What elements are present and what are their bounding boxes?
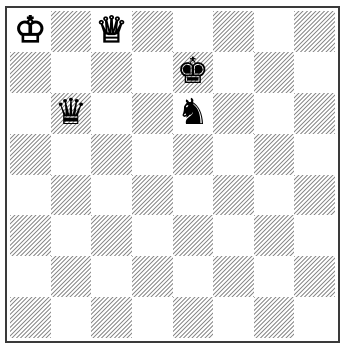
square-a2[interactable] — [10, 256, 51, 297]
square-h8[interactable] — [294, 11, 335, 52]
square-a3[interactable] — [10, 215, 51, 256]
square-g4[interactable] — [254, 175, 295, 216]
square-g3[interactable] — [254, 215, 295, 256]
square-b5[interactable] — [51, 134, 92, 175]
chess-board[interactable]: ♔ ♕ ♚ ♛ ♞ — [10, 11, 335, 338]
square-c7[interactable] — [91, 52, 132, 93]
square-f8[interactable] — [213, 11, 254, 52]
square-a7[interactable] — [10, 52, 51, 93]
chess-board-frame: ♔ ♕ ♚ ♛ ♞ — [5, 6, 340, 343]
square-b7[interactable] — [51, 52, 92, 93]
square-a8[interactable]: ♔ — [10, 11, 51, 52]
square-d5[interactable] — [132, 134, 173, 175]
square-a6[interactable] — [10, 93, 51, 134]
square-d1[interactable] — [132, 297, 173, 338]
black-queen-piece[interactable]: ♛ — [55, 95, 87, 131]
square-c5[interactable] — [91, 134, 132, 175]
square-d8[interactable] — [132, 11, 173, 52]
square-g6[interactable] — [254, 93, 295, 134]
square-e2[interactable] — [173, 256, 214, 297]
square-b2[interactable] — [51, 256, 92, 297]
square-d6[interactable] — [132, 93, 173, 134]
square-h2[interactable] — [294, 256, 335, 297]
square-b8[interactable] — [51, 11, 92, 52]
square-h4[interactable] — [294, 175, 335, 216]
square-g8[interactable] — [254, 11, 295, 52]
square-e8[interactable] — [173, 11, 214, 52]
square-h6[interactable] — [294, 93, 335, 134]
square-f7[interactable] — [213, 52, 254, 93]
square-c4[interactable] — [91, 175, 132, 216]
square-h3[interactable] — [294, 215, 335, 256]
square-b4[interactable] — [51, 175, 92, 216]
square-h5[interactable] — [294, 134, 335, 175]
square-e1[interactable] — [173, 297, 214, 338]
square-d2[interactable] — [132, 256, 173, 297]
square-d3[interactable] — [132, 215, 173, 256]
square-g2[interactable] — [254, 256, 295, 297]
square-c1[interactable] — [91, 297, 132, 338]
square-a4[interactable] — [10, 175, 51, 216]
square-e7[interactable]: ♚ — [173, 52, 214, 93]
square-a5[interactable] — [10, 134, 51, 175]
square-c2[interactable] — [91, 256, 132, 297]
square-f5[interactable] — [213, 134, 254, 175]
square-b6[interactable]: ♛ — [51, 93, 92, 134]
white-queen-piece[interactable]: ♕ — [95, 13, 127, 49]
square-b1[interactable] — [51, 297, 92, 338]
square-h1[interactable] — [294, 297, 335, 338]
square-e4[interactable] — [173, 175, 214, 216]
square-f1[interactable] — [213, 297, 254, 338]
square-g1[interactable] — [254, 297, 295, 338]
square-e5[interactable] — [173, 134, 214, 175]
square-f3[interactable] — [213, 215, 254, 256]
square-f4[interactable] — [213, 175, 254, 216]
square-f6[interactable] — [213, 93, 254, 134]
black-knight-piece[interactable]: ♞ — [177, 95, 209, 131]
square-g7[interactable] — [254, 52, 295, 93]
square-h7[interactable] — [294, 52, 335, 93]
square-e6[interactable]: ♞ — [173, 93, 214, 134]
square-d4[interactable] — [132, 175, 173, 216]
square-a1[interactable] — [10, 297, 51, 338]
square-e3[interactable] — [173, 215, 214, 256]
white-king-piece[interactable]: ♔ — [14, 13, 46, 49]
square-d7[interactable] — [132, 52, 173, 93]
square-f2[interactable] — [213, 256, 254, 297]
black-king-piece[interactable]: ♚ — [177, 54, 209, 90]
square-c6[interactable] — [91, 93, 132, 134]
square-c3[interactable] — [91, 215, 132, 256]
square-b3[interactable] — [51, 215, 92, 256]
square-c8[interactable]: ♕ — [91, 11, 132, 52]
square-g5[interactable] — [254, 134, 295, 175]
